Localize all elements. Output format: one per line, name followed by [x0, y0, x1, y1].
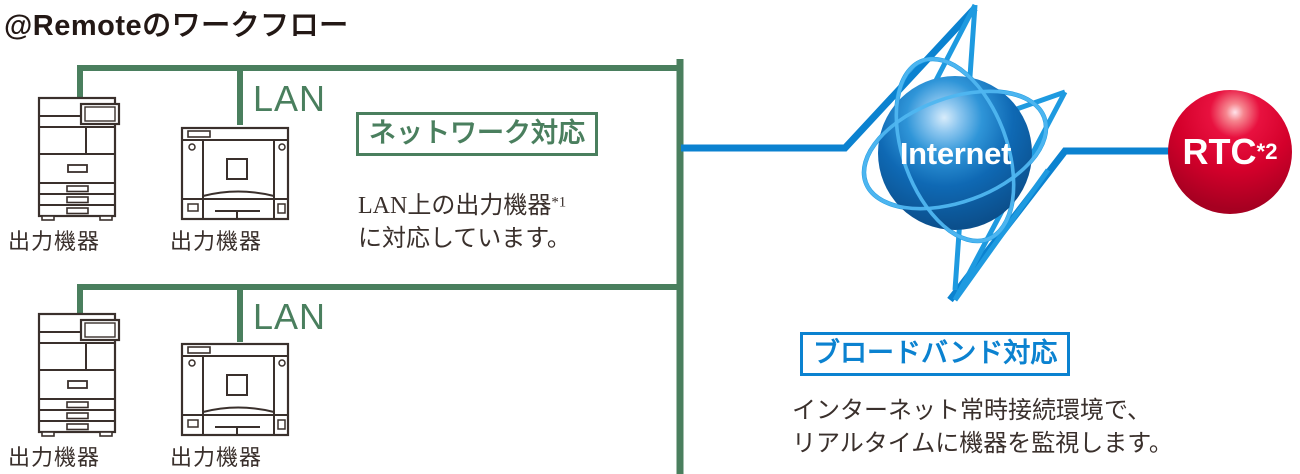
device-label-2: 出力機器 — [170, 229, 263, 254]
device-label-3: 出力機器 — [8, 445, 101, 470]
internet-node: Internet — [878, 76, 1033, 231]
device-label-1: 出力機器 — [8, 229, 101, 254]
broadband-callout-body: インターネット常時接続環境で、 リアルタイムに機器を監視します。 — [792, 395, 1173, 461]
broadband-callout-body-line1: インターネット常時接続環境で、 — [792, 398, 1152, 424]
laser-printer-icon-1 — [180, 126, 290, 221]
rtc-node-label-footnote: *2 — [1256, 139, 1278, 164]
network-callout-body-line2: に対応しています。 — [358, 226, 571, 253]
network-callout-body-line1-text: LAN上の出力機器 — [358, 193, 552, 219]
laser-printer-icon-2 — [180, 342, 290, 437]
rtc-node-label-text: RTC — [1182, 131, 1257, 172]
device-label-4: 出力機器 — [170, 445, 263, 470]
network-callout-heading: ネットワーク対応 — [356, 112, 598, 157]
internet-node-label: Internet — [899, 135, 1012, 171]
network-callout-body-line1: LAN上の出力機器*1 — [358, 190, 571, 223]
mfp-icon-2 — [37, 312, 121, 438]
page-title: @Remoteのワークフロー — [4, 10, 349, 42]
rtc-node-label: RTC*2 — [1168, 90, 1292, 214]
mfp-icon-1 — [37, 96, 121, 222]
network-callout-body-footnote: *1 — [551, 194, 567, 211]
broadband-callout-body-line2: リアルタイムに機器を監視します。 — [792, 431, 1173, 458]
lan-label-group-2: LAN — [253, 296, 327, 337]
lan-label-group-1: LAN — [253, 78, 327, 119]
broadband-callout-heading: ブロードバンド対応 — [800, 332, 1071, 377]
network-callout-body: LAN上の出力機器*1 に対応しています。 — [358, 190, 571, 256]
lan-wiring-group-2 — [77, 284, 680, 342]
rtc-node: RTC*2 — [1168, 90, 1292, 214]
